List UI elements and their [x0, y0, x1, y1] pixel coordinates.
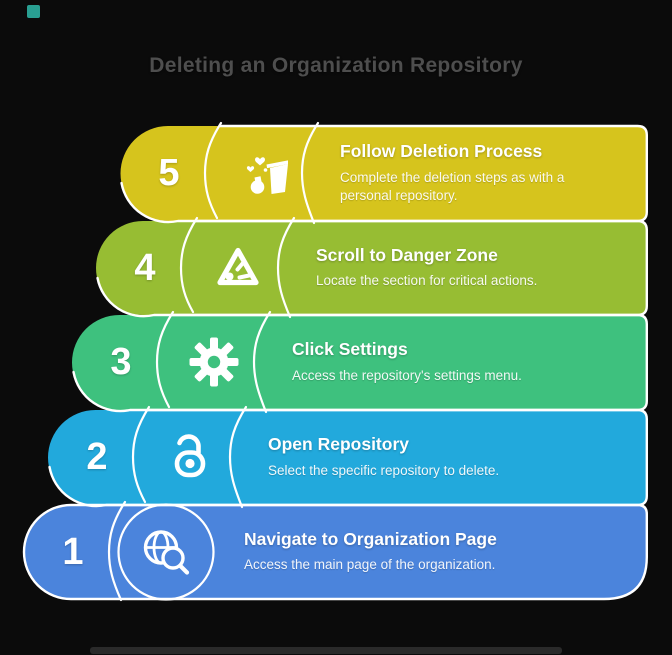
divider-number-icon-5 [203, 121, 223, 220]
divider-icon-text-3 [252, 310, 272, 414]
step-description: Access the repository's settings menu. [292, 367, 522, 383]
divider-number-icon-3 [155, 310, 175, 409]
step-title: Scroll to Danger Zone [316, 244, 498, 265]
step-number-5: 5 [158, 152, 180, 194]
step-number-2: 2 [86, 436, 108, 478]
step-text-5: Follow Deletion Process Complete the del… [340, 126, 588, 221]
step-title: Follow Deletion Process [340, 141, 543, 162]
divider-number-icon-4 [179, 216, 199, 314]
step-text-3: Click Settings Access the repository's s… [292, 315, 522, 410]
step-capsule-4 [96, 221, 646, 315]
step-title: Open Repository [268, 434, 409, 455]
step-number-3: 3 [110, 341, 132, 383]
footer-bar [90, 647, 562, 654]
icon-ring-1 [117, 503, 215, 601]
divider-number-icon-2 [131, 405, 151, 504]
step-capsule-5 [120, 126, 647, 221]
globe-search-icon [140, 526, 192, 578]
step-description: Select the specific repository to delete… [268, 462, 500, 478]
page-title: Deleting an Organization Repository [149, 54, 523, 77]
settings-gear-icon [188, 336, 240, 388]
step-description: Access the main page of the organization… [244, 557, 496, 573]
step-description: Locate the section for critical actions. [316, 273, 538, 289]
unlock-icon [164, 431, 216, 483]
divider-icon-text-4 [276, 216, 296, 319]
step-text-2: Open Repository Select the specific repo… [268, 410, 499, 505]
deletion-bucket-icon [236, 147, 288, 199]
corner-accent-square [27, 5, 40, 18]
step-capsule-2 [48, 410, 647, 505]
step-title: Click Settings [292, 339, 408, 360]
step-capsule-1 [24, 505, 646, 599]
step-text-4: Scroll to Danger Zone Locate the section… [316, 221, 537, 315]
step-number-4: 4 [134, 246, 156, 289]
divider-number-icon-1 [107, 500, 127, 602]
step-title: Navigate to Organization Page [244, 528, 497, 549]
danger-triangle-icon [212, 242, 264, 294]
step-text-1: Navigate to Organization Page Access the… [244, 505, 497, 599]
step-description: Complete the deletion steps as with a pe… [340, 169, 565, 203]
divider-icon-text-5 [300, 121, 320, 225]
divider-icon-text-2 [228, 405, 248, 509]
step-number-1: 1 [62, 530, 84, 573]
step-outline-1 [22, 503, 648, 601]
